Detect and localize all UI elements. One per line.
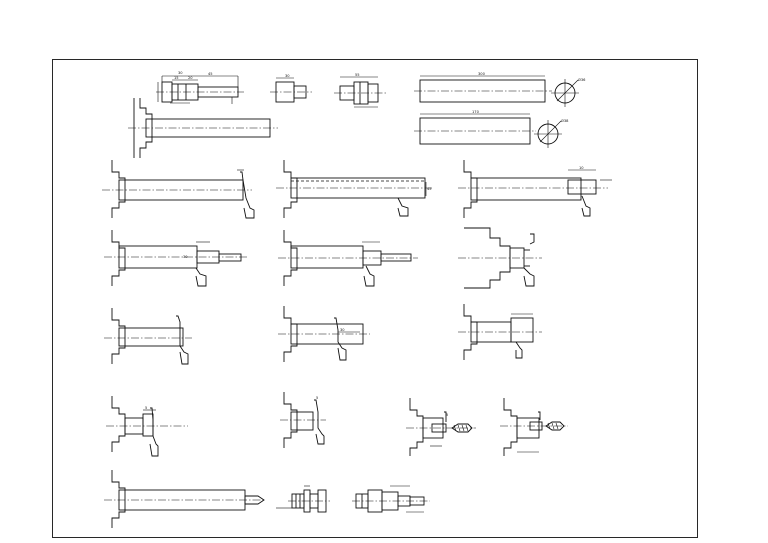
step-5-shoulder: 30 — [104, 230, 248, 287]
step-13-drilling: 5 — [406, 398, 476, 456]
step-1-chuck-setup — [128, 98, 278, 158]
dim-label: 45 — [427, 187, 432, 191]
step-9-bore: 30 — [278, 306, 370, 362]
dim-label: 5 — [145, 406, 147, 410]
dim-label: 15 — [174, 76, 179, 80]
dim-label: 5 — [446, 413, 448, 417]
step-14-threading — [500, 398, 568, 456]
dim-label: 30 — [285, 74, 290, 78]
dim-label: 30 — [178, 71, 183, 75]
dim-label: Ø38 — [561, 118, 569, 123]
step-11-parting: 5 — [106, 396, 188, 457]
stock-bar-1: 300 Ø36 — [414, 72, 586, 107]
finished-part-1 — [276, 485, 330, 513]
dim-label: 45 — [208, 72, 213, 76]
dim-label: 30 — [183, 255, 188, 259]
stock-bar-2: 170 Ø38 — [414, 110, 569, 148]
part-detail-3: 55 — [334, 73, 388, 108]
step-10-turning — [458, 304, 542, 360]
dim-label: 30 — [340, 328, 345, 332]
dim-label: 5 — [316, 396, 318, 400]
dim-label: 10 — [579, 166, 584, 170]
drawing-border — [52, 59, 698, 538]
dim-label: 170 — [472, 110, 480, 114]
dim-label: 55 — [355, 73, 360, 77]
step-2-facing — [102, 160, 255, 219]
dim-label: 20 — [188, 76, 193, 80]
part-detail-1: 45 30 15 20 — [156, 71, 244, 104]
step-4-step-turning: 10 — [458, 160, 612, 218]
dim-label: 300 — [478, 72, 486, 76]
step-7-grooving — [458, 227, 542, 289]
dim-label: Ø36 — [578, 77, 586, 82]
step-8-chamfer — [104, 308, 192, 365]
part-detail-2: 30 — [270, 74, 312, 103]
finished-part-2 — [352, 485, 430, 513]
step-12-parting: 5 — [280, 392, 326, 448]
step-15-long-turning — [104, 470, 266, 528]
step-3-turning: 45 — [276, 160, 432, 218]
step-6-shoulder — [278, 230, 418, 287]
